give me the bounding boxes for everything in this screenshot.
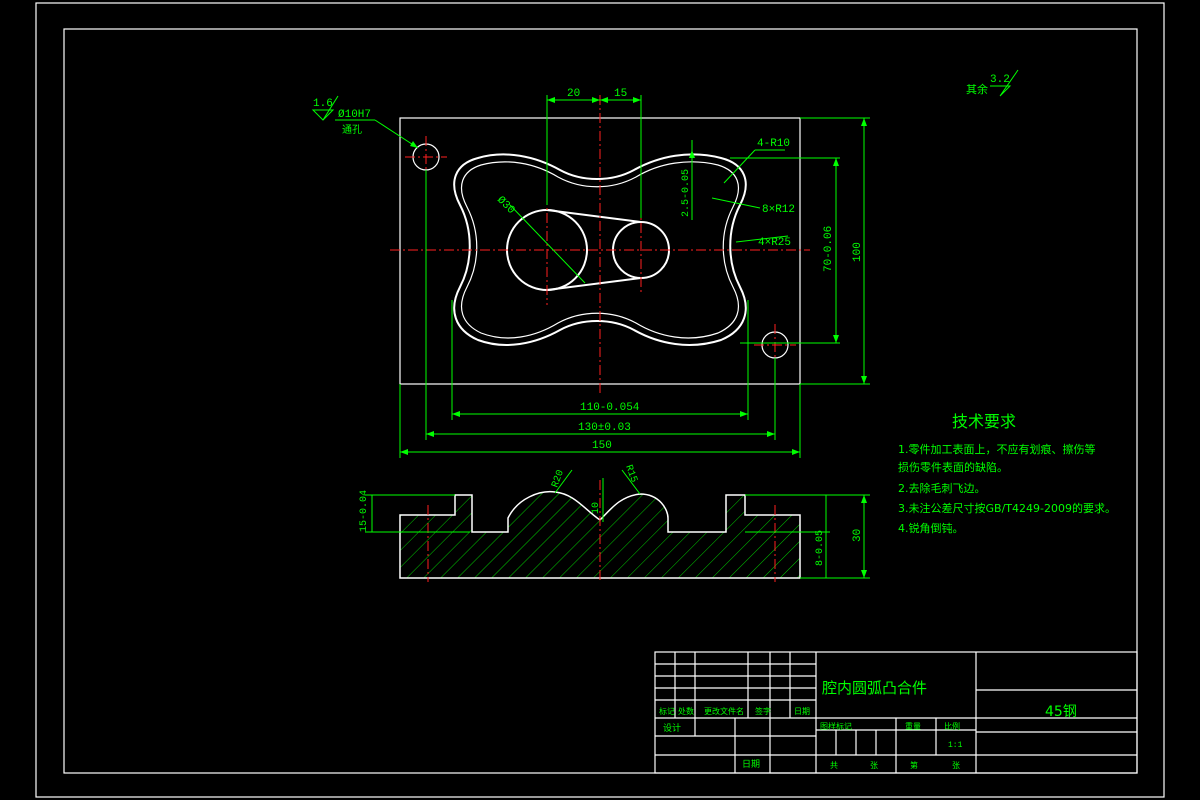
rev-label-doc: 更改文件名 — [704, 706, 744, 716]
boss-tangent-top — [546, 209, 642, 223]
tech-line-5: 4.锐角倒钝。 — [898, 521, 964, 535]
pocket-inner-profile — [460, 161, 739, 339]
material: 45钢 — [1045, 704, 1077, 720]
hole-size: Ø10H7 — [338, 109, 371, 121]
sec-dim-10: 10 — [591, 502, 602, 514]
sec-dim-8: 8-0.05 — [815, 530, 826, 566]
tech-title: 技术要求 — [952, 412, 1016, 431]
pocket-outer-profile — [453, 153, 747, 346]
svg-text:3.2: 3.2 — [990, 74, 1010, 86]
hole-note: 通孔 — [342, 124, 362, 136]
dim-100: 100 — [852, 242, 864, 262]
dim-70: 70-0.06 — [823, 226, 835, 272]
svg-text:其余: 其余 — [966, 82, 988, 96]
tech-line-4: 3.未注公差尺寸按GB/T4249-2009的要求。 — [898, 501, 1116, 515]
dim-8-r12: 8×R12 — [762, 204, 795, 216]
rev-label-mark: 标记 — [659, 706, 675, 716]
dim-4-r25: 4×R25 — [758, 237, 791, 249]
sec-dim-30: 30 — [852, 529, 864, 542]
dim-15: 15 — [614, 88, 627, 100]
inner-frame — [63, 28, 1138, 774]
tech-line-1: 1.零件加工表面上，不应有划痕、擦伤等 — [898, 442, 1096, 456]
sheet-total-unit: 张 — [870, 761, 878, 770]
title-block: 标记 处数 更改文件名 签字 日期 设计 日期 腔内圆弧凸合件 45钢 图样标记… — [654, 651, 1138, 774]
tb-design: 设计 — [663, 722, 681, 734]
weight-label: 重量 — [905, 721, 921, 731]
dim-20: 20 — [567, 88, 580, 100]
tech-requirements: 技术要求 1.零件加工表面上，不应有划痕、擦伤等 损伤零件表面的缺陷。 2.去除… — [898, 412, 1116, 535]
outer-frame — [35, 2, 1165, 798]
section-view: 15-0.04 R20 R15 10 8-0.05 30 — [359, 464, 870, 582]
boss-tangent-bottom — [546, 277, 642, 291]
hole-roughness: 1.6 — [313, 98, 333, 110]
dim-d30: Ø30 — [494, 194, 516, 216]
dim-130: 130±0.03 — [578, 422, 631, 434]
top-view: 20 15 1.6 Ø10H7 通孔 4-R10 8×R12 4×R25 2.5… — [311, 88, 870, 458]
dim-150: 150 — [592, 440, 612, 452]
part-name: 腔内圆弧凸合件 — [822, 679, 927, 697]
sheet-no-unit: 张 — [952, 761, 960, 770]
rev-label-sign: 签字 — [755, 706, 771, 716]
dim-4-r10: 4-R10 — [757, 138, 790, 150]
sec-dim-r15: R15 — [622, 464, 638, 485]
sheet-no: 第 — [910, 760, 918, 770]
dim-2-5: 2.5-0.05 — [681, 169, 692, 217]
stage-label: 图样标记 — [820, 721, 852, 731]
sheet-total: 共 — [830, 761, 838, 770]
tech-line-2: 损伤零件表面的缺陷。 — [898, 460, 1008, 474]
rev-label-date: 日期 — [794, 707, 810, 716]
tb-date: 日期 — [742, 759, 760, 770]
tech-line-3: 2.去除毛刺飞边。 — [898, 481, 986, 495]
rev-label-count: 处数 — [678, 706, 694, 716]
sec-dim-15: 15-0.04 — [359, 490, 370, 532]
surface-finish-symbol: 其余 3.2 — [966, 69, 1019, 97]
scale-value: 1:1 — [948, 741, 963, 750]
scale-label: 比例 — [944, 721, 960, 731]
sec-dim-r20: R20 — [550, 469, 566, 490]
dim-110: 110-0.054 — [580, 402, 640, 414]
